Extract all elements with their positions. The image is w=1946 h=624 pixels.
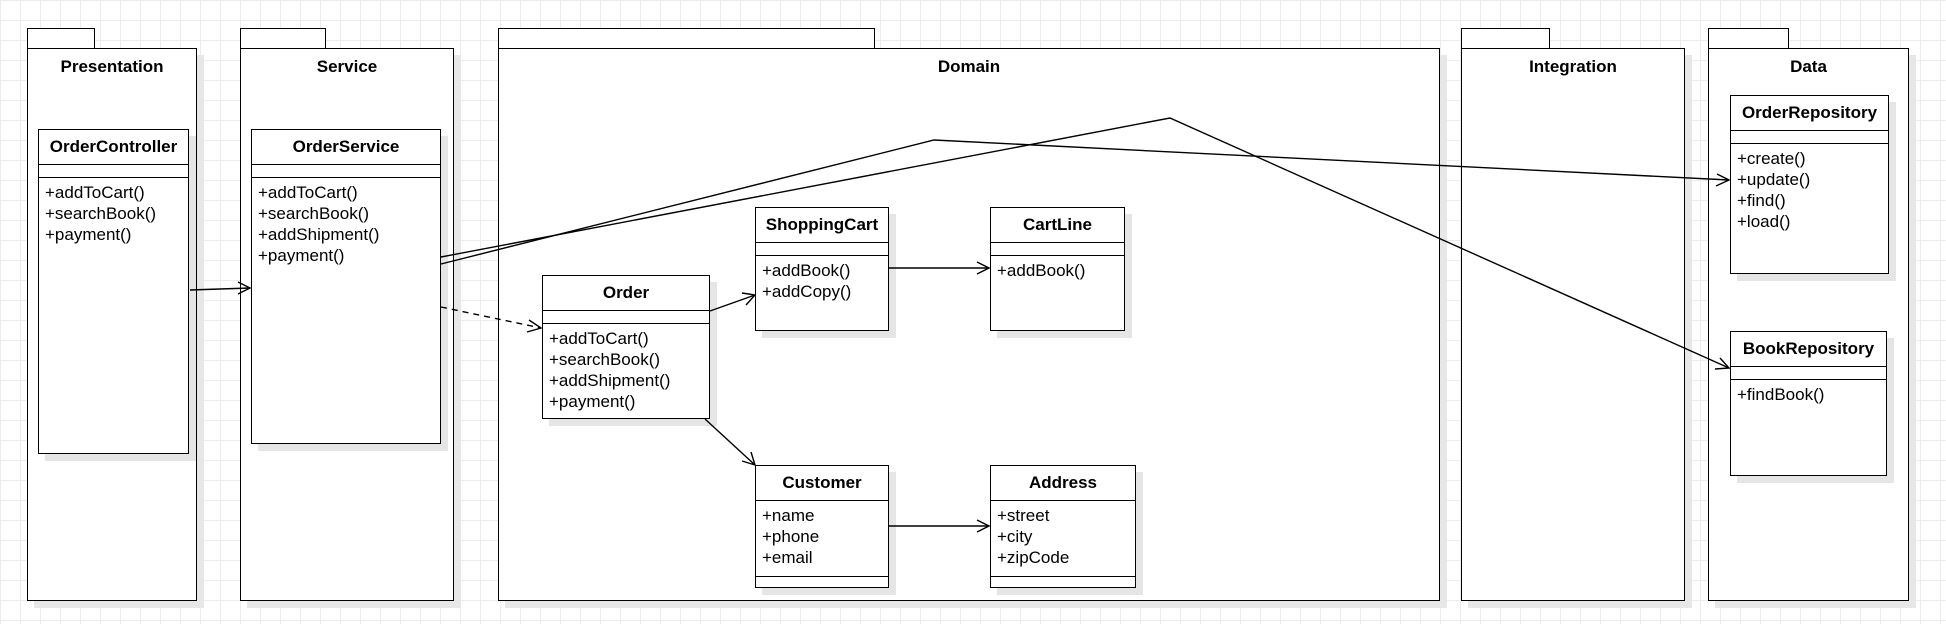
operation: +create() [1737, 149, 1806, 168]
class-operations: +addBook() [991, 256, 1124, 330]
class-name: Order [543, 276, 709, 311]
class-name: BookRepository [1731, 332, 1886, 367]
class-name: OrderService [252, 130, 440, 165]
package-title-presentation: Presentation [60, 57, 164, 76]
package-tab-integration [1461, 28, 1550, 49]
package-title-integration: Integration [1529, 57, 1617, 76]
attribute: +street [997, 506, 1050, 525]
class-name: Address [991, 466, 1135, 501]
attribute: +email [762, 548, 813, 567]
operation: +searchBook() [549, 350, 661, 369]
class-shopping-cart[interactable]: ShoppingCart +addBook() +addCopy() [755, 207, 889, 331]
package-title-domain: Domain [937, 57, 1001, 76]
class-operations: +addToCart() +searchBook() +addShipment(… [252, 178, 440, 443]
package-title-data: Data [1790, 57, 1827, 76]
class-name: OrderRepository [1731, 96, 1888, 131]
operation: +addShipment() [549, 371, 671, 390]
class-order-repository[interactable]: OrderRepository +create() +update() +fin… [1730, 95, 1889, 274]
operation: +payment() [45, 225, 132, 244]
package-tab-domain [498, 28, 875, 49]
operation: +addToCart() [258, 183, 358, 202]
operation: +payment() [258, 246, 345, 265]
attribute: +phone [762, 527, 820, 546]
operation: +addShipment() [258, 225, 380, 244]
class-attributes [39, 165, 188, 178]
class-book-repository[interactable]: BookRepository +findBook() [1730, 331, 1887, 476]
attribute: +zipCode [997, 548, 1070, 567]
operation: +find() [1737, 191, 1786, 210]
operation: +addToCart() [549, 329, 649, 348]
class-name: ShoppingCart [756, 208, 888, 243]
class-attributes [1731, 131, 1888, 144]
class-order[interactable]: Order +addToCart() +searchBook() +addShi… [542, 275, 710, 419]
class-operations: +addToCart() +searchBook() +payment() [39, 178, 188, 453]
attribute: +city [997, 527, 1033, 546]
operation: +searchBook() [258, 204, 370, 223]
class-order-controller[interactable]: OrderController +addToCart() +searchBook… [38, 129, 189, 454]
class-attributes [252, 165, 440, 178]
class-operations: +findBook() [1731, 380, 1886, 475]
operation: +addBook() [997, 261, 1086, 280]
class-operations: +addBook() +addCopy() [756, 256, 888, 330]
package-tab-service [240, 28, 326, 49]
class-name: CartLine [991, 208, 1124, 243]
operation: +addToCart() [45, 183, 145, 202]
package-tab-data [1708, 28, 1789, 49]
class-cart-line[interactable]: CartLine +addBook() [990, 207, 1125, 331]
operation: +searchBook() [45, 204, 157, 223]
class-operations [991, 577, 1135, 587]
operation: +load() [1737, 212, 1791, 231]
class-operations: +create() +update() +find() +load() [1731, 144, 1888, 273]
operation: +addBook() [762, 261, 851, 280]
class-attributes: +street +city +zipCode [991, 501, 1135, 577]
operation: +findBook() [1737, 385, 1825, 404]
package-integration[interactable]: Integration [1461, 48, 1685, 601]
operation: +payment() [549, 392, 636, 411]
package-tab-presentation [27, 28, 95, 49]
class-address[interactable]: Address +street +city +zipCode [990, 465, 1136, 588]
class-attributes [543, 311, 709, 324]
class-attributes: +name +phone +email [756, 501, 888, 577]
operation: +update() [1737, 170, 1811, 189]
class-attributes [756, 243, 888, 256]
class-attributes [991, 243, 1124, 256]
class-name: Customer [756, 466, 888, 501]
class-attributes [1731, 367, 1886, 380]
operation: +addCopy() [762, 282, 852, 301]
class-customer[interactable]: Customer +name +phone +email [755, 465, 889, 588]
class-order-service[interactable]: OrderService +addToCart() +searchBook() … [251, 129, 441, 444]
package-title-service: Service [316, 57, 378, 76]
class-operations: +addToCart() +searchBook() +addShipment(… [543, 324, 709, 418]
class-operations [756, 577, 888, 587]
class-name: OrderController [39, 130, 188, 165]
attribute: +name [762, 506, 815, 525]
